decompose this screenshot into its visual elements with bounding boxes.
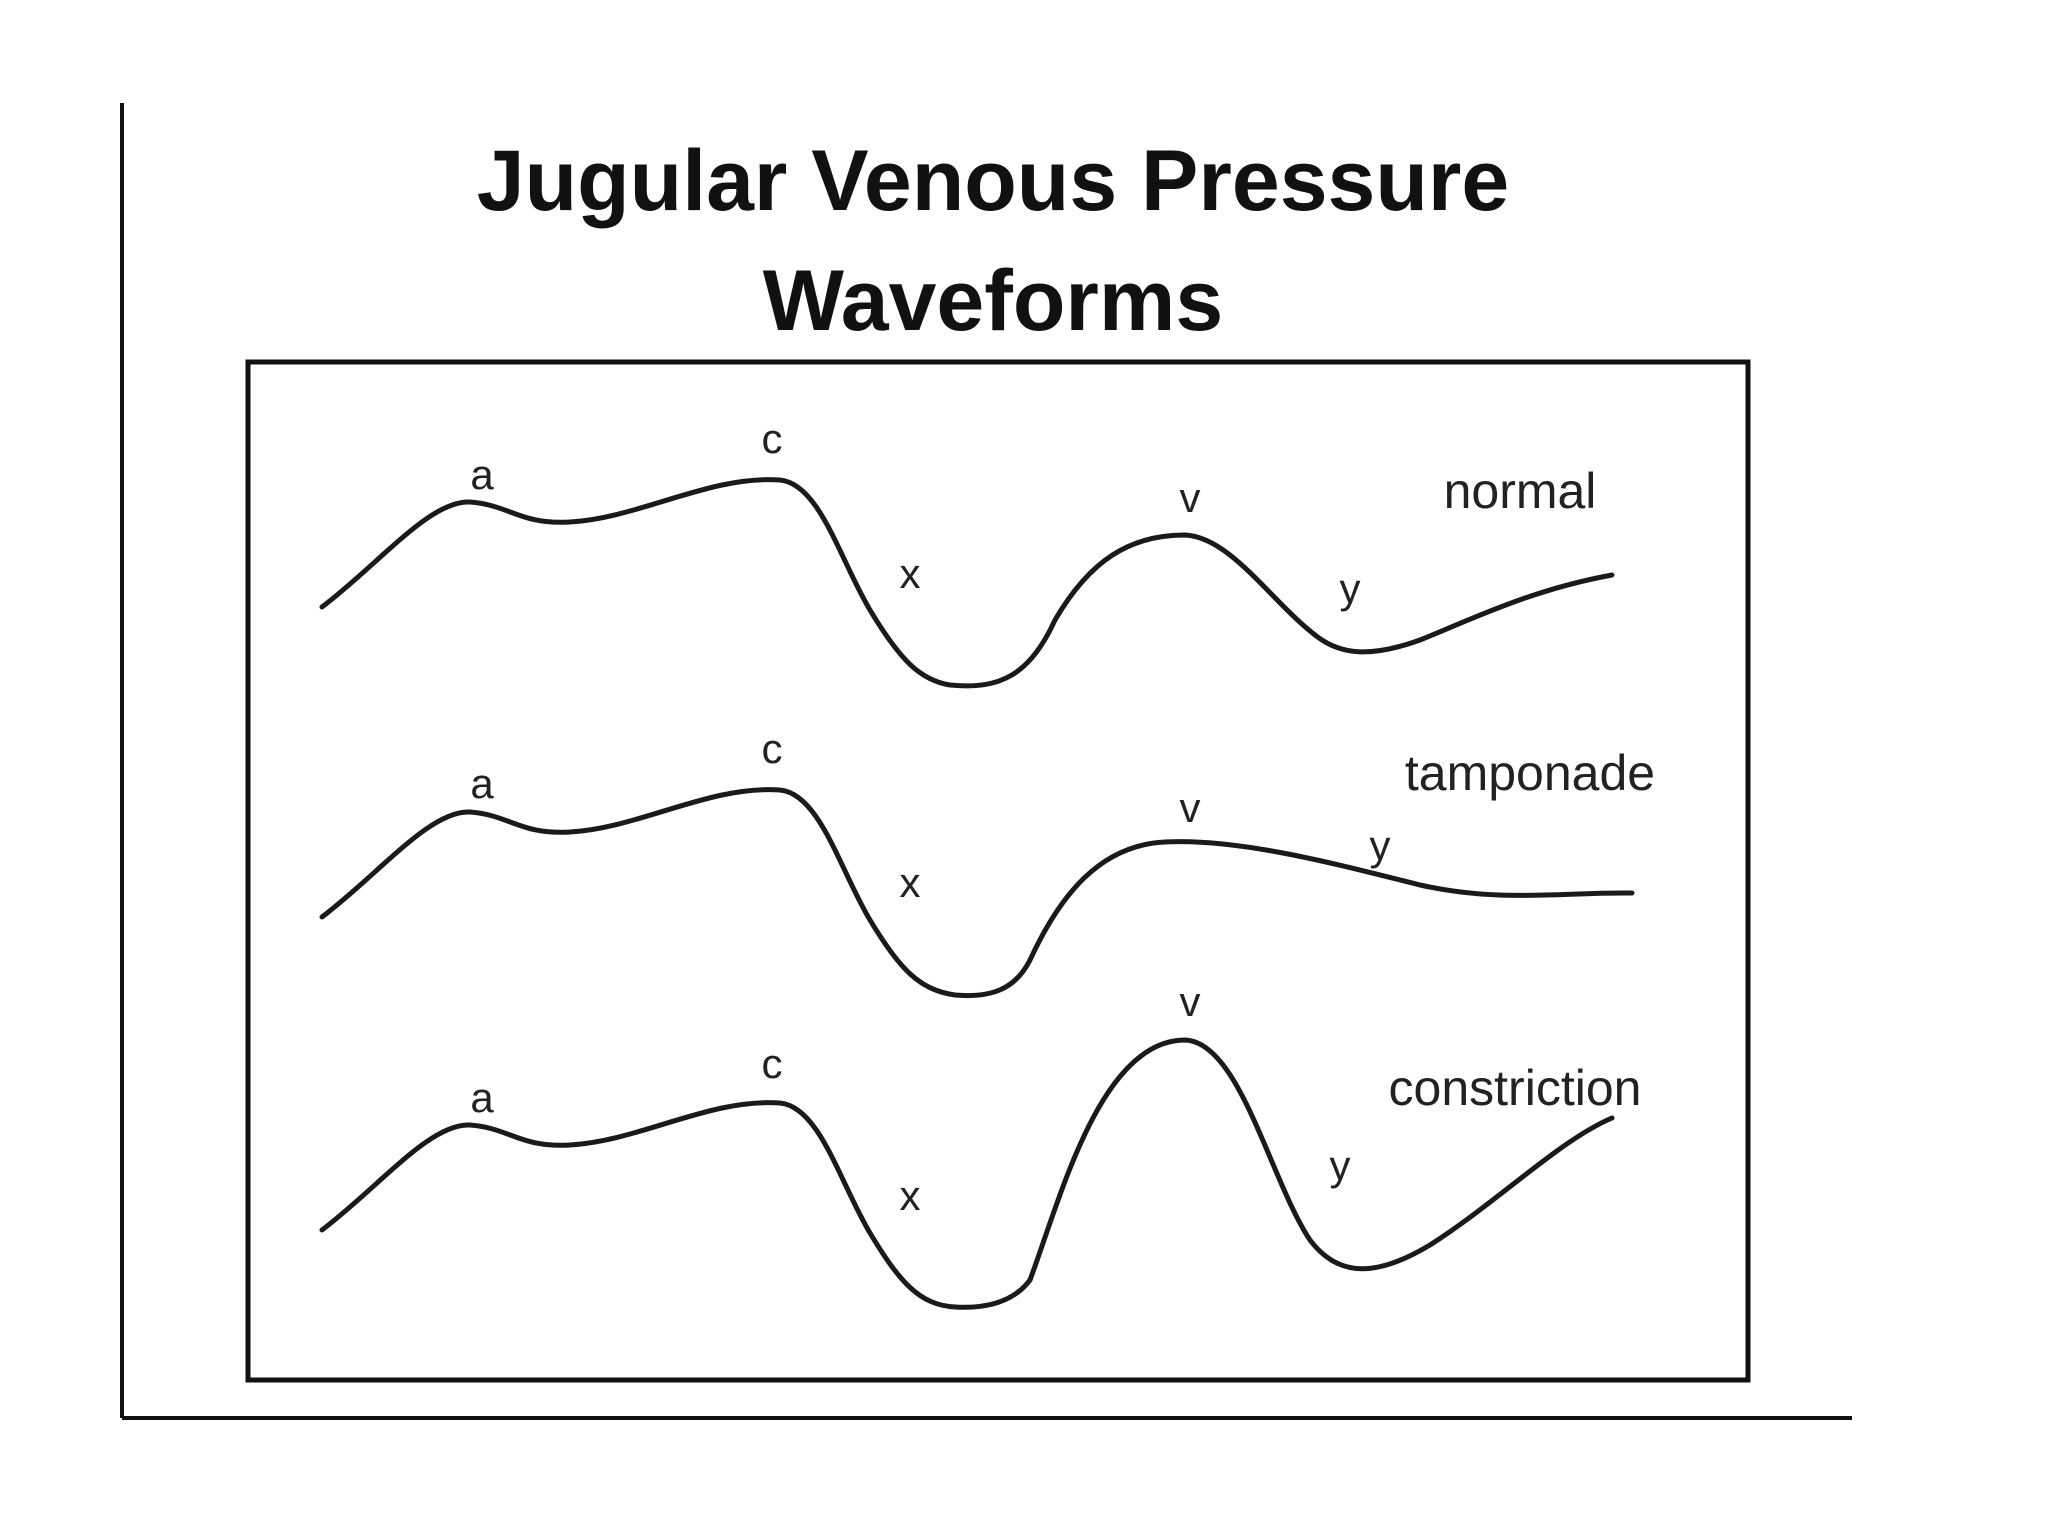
normal-trace-line — [319, 477, 1615, 689]
constriction-trace-title: constriction — [1389, 1060, 1642, 1116]
normal-y-descent-label: y — [1340, 565, 1361, 612]
waveform-normal: a c x v y normal — [319, 415, 1615, 689]
tamponade-trace-title: tamponade — [1405, 745, 1655, 801]
normal-v-wave-label: v — [1180, 474, 1201, 521]
constriction-y-descent-label: y — [1330, 1142, 1351, 1189]
tamponade-c-wave-label: c — [762, 725, 783, 772]
normal-x-descent-label: x — [900, 550, 921, 597]
constriction-x-descent-label: x — [900, 1172, 921, 1219]
normal-a-wave-label: a — [470, 451, 494, 498]
constriction-trace-line — [319, 1037, 1615, 1310]
waveform-constriction: a c x v y constriction — [319, 978, 1642, 1310]
waveform-tamponade: a c x v y tamponade — [319, 725, 1655, 999]
tamponade-a-wave-label: a — [470, 760, 494, 807]
tamponade-y-descent-label: y — [1370, 822, 1391, 869]
tamponade-v-wave-label: v — [1180, 784, 1201, 831]
tamponade-x-descent-label: x — [900, 859, 921, 906]
diagram-title-line-2: Waveforms — [763, 253, 1223, 349]
constriction-c-wave-label: c — [762, 1040, 783, 1087]
constriction-a-wave-label: a — [470, 1074, 494, 1121]
normal-c-wave-label: c — [762, 415, 783, 462]
normal-trace-title: normal — [1444, 463, 1597, 519]
tamponade-trace-line — [319, 787, 1635, 999]
constriction-v-wave-label: v — [1180, 978, 1201, 1025]
waveform-panel — [245, 359, 1751, 1383]
diagram-title-line-1: Jugular Venous Pressure — [477, 133, 1509, 229]
